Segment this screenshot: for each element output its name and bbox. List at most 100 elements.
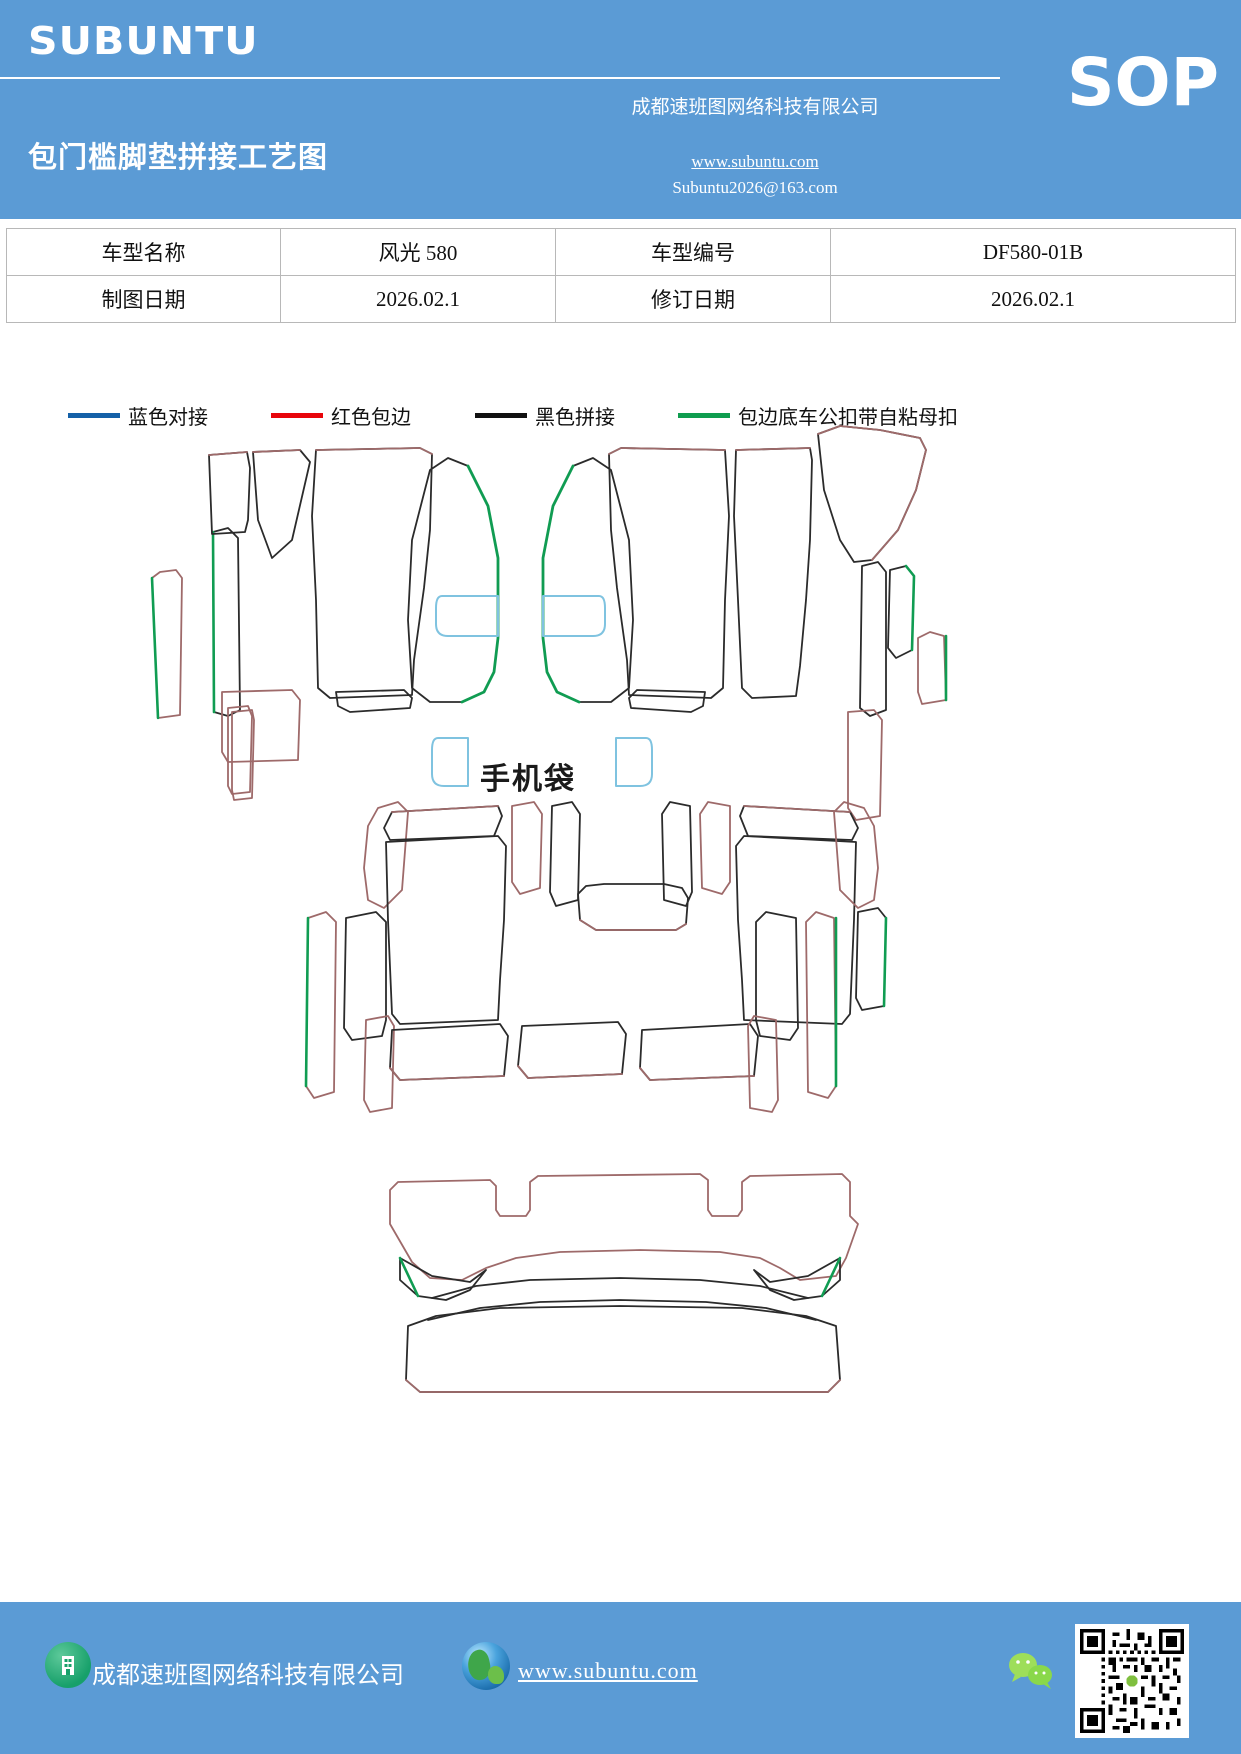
mat-piece-outline	[917, 631, 947, 705]
hook-tape-edge	[460, 464, 500, 704]
mat-piece-outline	[405, 1305, 841, 1393]
binding-edge	[389, 1067, 505, 1081]
mat-piece-outline	[817, 425, 927, 563]
legend-item-green-hook-loop: 包边底车公扣带自粘母扣	[678, 400, 958, 430]
value-model-name: 风光 580	[280, 228, 556, 276]
rear-mat-seam	[427, 1299, 817, 1321]
building-glyph	[62, 1656, 74, 1675]
binding-edge	[735, 447, 811, 451]
legend-label-red: 红色包边	[331, 406, 411, 429]
binding-edge	[208, 451, 248, 456]
label-draw-date: 制图日期	[6, 275, 281, 323]
table-row: 制图日期 2026.02.1 修订日期 2026.02.1	[6, 275, 1236, 323]
hook-tape-edge	[541, 464, 581, 704]
mat-piece-outline	[735, 835, 857, 1025]
rear-cargo-mat-outline	[389, 1173, 859, 1281]
hook-tape-edge	[904, 564, 916, 652]
mat-piece-outline	[747, 1015, 779, 1113]
page-title: 包门槛脚垫拼接工艺图	[28, 140, 329, 174]
header-divider	[0, 77, 1000, 79]
pattern-svg	[150, 425, 948, 1393]
mat-piece-outline	[608, 447, 730, 699]
header-company-name: 成都速班图网络科技有限公司	[631, 97, 879, 118]
mat-piece-outline	[385, 835, 507, 1025]
phone-pocket-left-shape	[431, 737, 469, 787]
mat-piece-outline	[577, 883, 689, 931]
binding-edge	[743, 805, 851, 813]
mat-piece-outline	[833, 801, 879, 909]
brand-logo: SUBUNTU	[28, 19, 259, 63]
phone-pocket-right-shape	[615, 737, 653, 787]
hook-tape-edge	[211, 530, 216, 714]
binding-edge	[579, 919, 687, 931]
mat-piece-outline	[887, 565, 915, 659]
mat-piece-outline	[859, 561, 887, 717]
sop-badge: SOP	[1066, 44, 1219, 121]
legend-label-blue: 蓝色对接	[128, 406, 208, 429]
mat-piece-outline	[847, 709, 883, 821]
mat-piece-outline	[699, 801, 731, 895]
mat-piece-outline	[389, 1023, 509, 1081]
building-icon	[45, 1642, 91, 1688]
phone-pocket-outline	[542, 595, 606, 637]
mat-piece-outline	[212, 527, 241, 717]
vehicle-info-table: 车型名称 风光 580 车型编号 DF580-01B 制图日期 2026.02.…	[6, 228, 1236, 323]
binding-edge	[639, 1067, 755, 1081]
mat-piece-outline	[227, 705, 253, 795]
mat-piece-outline	[363, 1015, 395, 1113]
mat-piece-outline	[208, 451, 251, 535]
hook-tape-edge	[882, 916, 888, 1008]
header-website-link[interactable]: www.subuntu.com	[691, 152, 819, 171]
mat-piece-outline	[639, 1023, 759, 1081]
legend-swatch-red	[271, 412, 323, 418]
phone-pocket-label: 手机袋	[480, 762, 576, 797]
mat-piece-outline	[661, 801, 693, 907]
wechat-glyph	[1009, 1653, 1052, 1689]
legend-swatch-black	[475, 412, 527, 418]
passenger-mat-outline	[542, 457, 634, 703]
table-row: 车型名称 风光 580 车型编号 DF580-01B	[6, 228, 1236, 276]
binding-edge	[517, 1065, 623, 1079]
label-model-name: 车型名称	[6, 228, 281, 276]
mat-piece-outline	[549, 801, 581, 907]
mat-piece-outline	[855, 907, 887, 1011]
binding-edge	[315, 447, 433, 455]
header-email: Subuntu2026@163.com	[672, 178, 838, 197]
legend-item-blue-butt-joint: 蓝色对接	[68, 400, 208, 430]
value-revision-date: 2026.02.1	[830, 275, 1236, 323]
mat-piece-outline	[363, 801, 409, 909]
mat-piece-outline	[231, 709, 255, 801]
mat-piece-outline	[733, 447, 813, 699]
mat-piece-outline	[343, 911, 387, 1041]
mat-piece-outline	[517, 1021, 627, 1079]
rear-mat-seam	[431, 1277, 809, 1299]
mat-piece-outline	[335, 689, 413, 713]
mat-piece-outline	[399, 1257, 487, 1301]
binding-edge	[391, 805, 499, 813]
binding-edge	[817, 425, 927, 561]
mat-piece-outline	[252, 449, 311, 559]
mat-piece-outline	[311, 447, 433, 699]
mat-piece-outline	[753, 1257, 841, 1301]
legend-label-black: 黑色拼接	[535, 406, 615, 429]
mat-piece-outline	[628, 689, 706, 713]
hook-tape-edge	[150, 576, 160, 720]
hook-tape-edge	[398, 1256, 420, 1298]
qr-code-glyph	[1080, 1629, 1184, 1733]
mat-piece-outline	[305, 911, 337, 1099]
value-model-code: DF580-01B	[830, 228, 1236, 276]
binding-edge	[405, 1379, 841, 1393]
binding-edge	[608, 447, 726, 455]
value-draw-date: 2026.02.1	[280, 275, 556, 323]
phone-pocket-outline	[435, 595, 499, 637]
mat-piece-outline	[805, 911, 837, 1099]
globe-icon	[462, 1642, 510, 1690]
label-model-code: 车型编号	[555, 228, 831, 276]
footer-website-link[interactable]: www.subuntu.com	[518, 1658, 698, 1683]
page-header: SUBUNTU SOP 包门槛脚垫拼接工艺图 成都速班图网络科技有限公司 www…	[0, 0, 1241, 219]
footer-company-name: 成都速班图网络科技有限公司	[92, 1663, 404, 1689]
hook-tape-edge	[820, 1256, 842, 1298]
qr-code	[1075, 1624, 1189, 1738]
legend-item-black-splice: 黑色拼接	[475, 400, 615, 430]
legend-swatch-green	[678, 412, 730, 418]
